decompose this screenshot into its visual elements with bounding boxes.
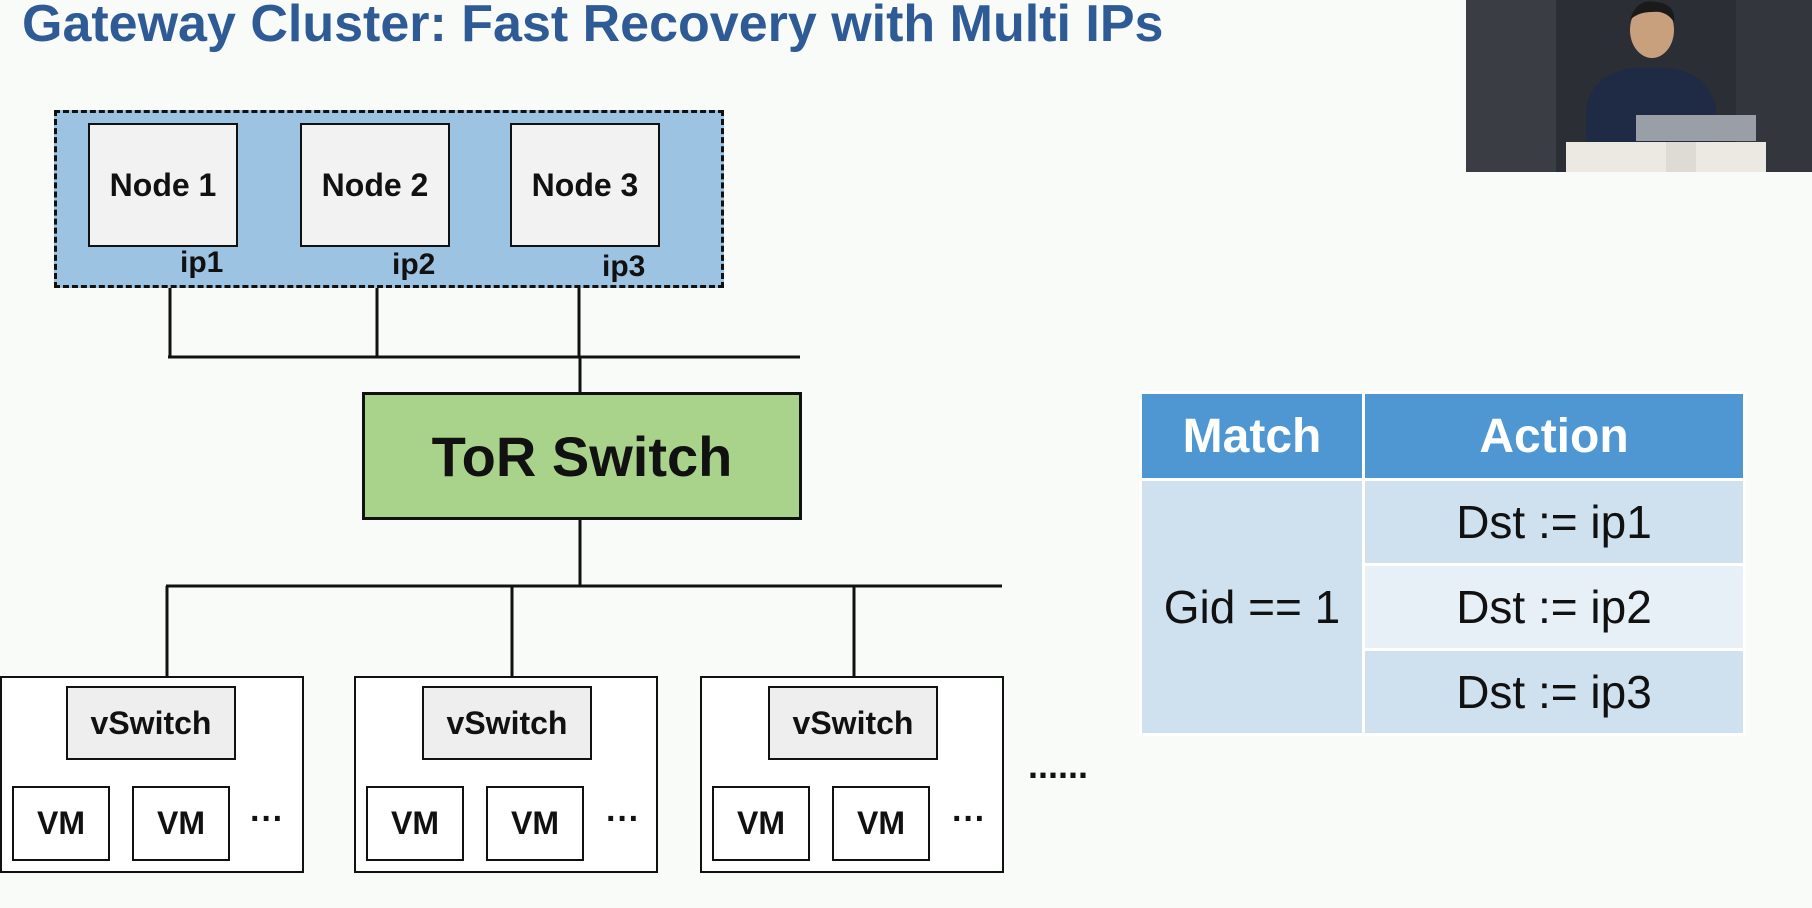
more-hosts-ellipsis: ...... xyxy=(1028,745,1089,786)
slide-title: Gateway Cluster: Fast Recovery with Mult… xyxy=(22,0,1164,53)
host-1-more-vms: ··· xyxy=(250,800,284,838)
flow-table-row: Gid == 1 Dst := ip1 xyxy=(1139,478,1746,736)
host-3-vswitch: vSwitch xyxy=(768,686,938,760)
host-1-vm-2-label: VM xyxy=(157,805,205,841)
host-2-vm-1: VM xyxy=(366,786,464,861)
host-1-vm-1-label: VM xyxy=(37,805,85,841)
flow-table-header-action: Action xyxy=(1362,391,1746,481)
host-1-vm-2: VM xyxy=(132,786,230,861)
host-1-vm-1: VM xyxy=(12,786,110,861)
flow-table-action-cell-1: Dst := ip1 xyxy=(1362,478,1746,566)
host-3-vswitch-label: vSwitch xyxy=(792,704,914,741)
host-3-more-vms: ··· xyxy=(952,800,986,838)
host-2-vswitch: vSwitch xyxy=(422,686,592,760)
node-1-ip-label: ip1 xyxy=(180,246,224,279)
host-3-vm-1: VM xyxy=(712,786,810,861)
host-2: vSwitch VM VM ··· xyxy=(354,676,658,873)
node-2-ip-label: ip2 xyxy=(392,248,436,281)
host-2-vswitch-label: vSwitch xyxy=(446,704,568,741)
node-2-box: Node 2 xyxy=(300,123,450,247)
host-1-vswitch: vSwitch xyxy=(66,686,236,760)
host-2-vm-2: VM xyxy=(486,786,584,861)
flow-table-header-row: Match Action xyxy=(1139,391,1746,481)
node-3-box: Node 3 xyxy=(510,123,660,247)
tor-switch-label: ToR Switch xyxy=(431,424,733,488)
node-1-box: Node 1 xyxy=(88,123,238,247)
host-2-vm-2-label: VM xyxy=(511,805,559,841)
flow-table-action-cell-2: Dst := ip2 xyxy=(1362,563,1746,651)
host-1-vswitch-label: vSwitch xyxy=(90,704,212,741)
flow-table-action-cell-3: Dst := ip3 xyxy=(1362,648,1746,736)
host-2-more-vms: ··· xyxy=(606,800,640,838)
node-3-label: Node 3 xyxy=(531,166,639,203)
node-3-ip-label: ip3 xyxy=(602,250,646,283)
node-2-label: Node 2 xyxy=(321,166,429,203)
host-3: vSwitch VM VM ··· xyxy=(700,676,1004,873)
node-1-label: Node 1 xyxy=(109,166,217,203)
flow-table: Match Action Gid == 1 Dst := ip1 Dst := … xyxy=(1139,391,1746,736)
host-3-vm-2-label: VM xyxy=(857,805,905,841)
host-3-vm-1-label: VM xyxy=(737,805,785,841)
flow-table-header-match: Match xyxy=(1139,391,1365,481)
host-3-vm-2: VM xyxy=(832,786,930,861)
flow-table-row: Dst := ip3 xyxy=(1141,648,1746,736)
speaker-video-inset xyxy=(1466,0,1812,172)
host-1: vSwitch VM VM ··· xyxy=(0,676,304,873)
host-2-vm-1-label: VM xyxy=(391,805,439,841)
flow-table-row: Dst := ip2 xyxy=(1141,563,1746,651)
tor-switch-box: ToR Switch xyxy=(362,392,802,520)
flow-table-match-cell: Gid == 1 xyxy=(1139,478,1365,736)
